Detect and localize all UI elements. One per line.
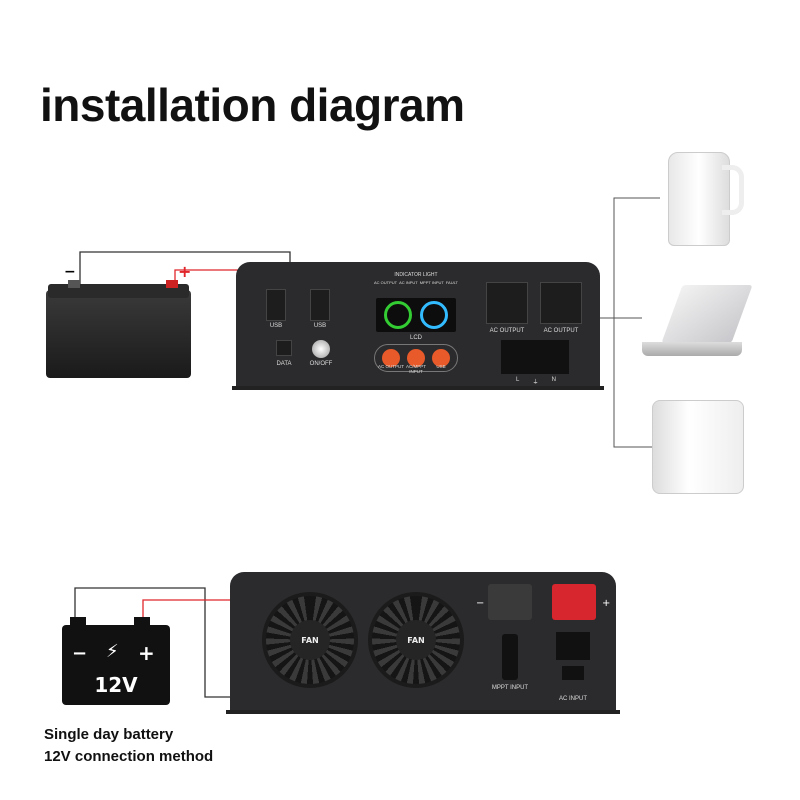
data-port[interactable] bbox=[276, 340, 292, 356]
data-label: DATA bbox=[276, 361, 292, 367]
indicator-fault: FAULT bbox=[445, 280, 458, 285]
output-bus bbox=[613, 197, 660, 448]
terminal-n: N bbox=[551, 377, 556, 383]
ac-input-socket[interactable] bbox=[556, 632, 590, 660]
mppt-input-port[interactable] bbox=[502, 634, 518, 680]
usb-button-label: USB bbox=[436, 364, 446, 369]
terminal-l: L bbox=[516, 377, 520, 383]
battery-icon-minus: − bbox=[72, 643, 88, 664]
kettle-image bbox=[668, 152, 730, 246]
laptop-base bbox=[642, 342, 742, 356]
negative-wire-top bbox=[79, 251, 291, 285]
terminal-labels: L ⏚ N bbox=[516, 377, 556, 386]
ac-outlet-2[interactable] bbox=[540, 282, 582, 324]
negative-wire-bottom bbox=[74, 587, 230, 698]
ac-input-label: AC INPUT bbox=[558, 696, 587, 702]
fan-2-label: FAN bbox=[396, 620, 436, 660]
indicator-mppt-input: MPPT INPUT bbox=[419, 280, 444, 285]
back-plus-label: + bbox=[602, 598, 611, 609]
terminal-block[interactable] bbox=[501, 340, 569, 374]
indicator-ac-output: AC OUTPUT bbox=[374, 280, 398, 285]
ac-output-label-2: AC OUTPUT bbox=[543, 328, 579, 334]
battery-icon: − ⚡ + 12V bbox=[62, 617, 170, 705]
indicator-row: AC OUTPUT AC INPUT MPPT INPUT FAULT bbox=[374, 280, 458, 285]
caption-line-1: Single day battery bbox=[44, 726, 174, 743]
fan-1-label: FAN bbox=[290, 620, 330, 660]
positive-wire-bottom bbox=[142, 599, 230, 628]
indicator-title: INDICATOR LIGHT bbox=[394, 272, 438, 278]
fan-2: FAN bbox=[368, 592, 464, 688]
power-label: ON/OFF bbox=[309, 361, 333, 367]
lightning-icon: ⚡ bbox=[106, 641, 119, 662]
battery-plus-label: + bbox=[178, 262, 192, 281]
battery-icon-plus: + bbox=[138, 641, 155, 665]
usb-label-1: USB bbox=[269, 323, 283, 329]
ac-input-switch[interactable] bbox=[562, 666, 584, 680]
negative-terminal[interactable] bbox=[488, 584, 532, 620]
mppt-input-label: MPPT INPUT bbox=[491, 685, 529, 691]
inverter-front-panel: USB USB DATA ON/OFF INDICATOR LIGHT AC O… bbox=[236, 262, 600, 386]
lcd-label: LCD bbox=[409, 335, 422, 341]
usb-label-2: USB bbox=[313, 323, 327, 329]
ac-outlet-1[interactable] bbox=[486, 282, 528, 324]
positive-wire-top bbox=[174, 269, 240, 283]
ac-output-button[interactable] bbox=[382, 349, 400, 367]
usb-button[interactable] bbox=[432, 349, 450, 367]
usb-port-2[interactable] bbox=[310, 289, 330, 321]
inverter-back-panel: FAN FAN − + MPPT INPUT AC INPUT bbox=[230, 572, 616, 710]
ac-output-button-label: AC OUTPUT bbox=[378, 364, 405, 369]
page-title: installation diagram bbox=[40, 79, 465, 131]
caption-line-2: 12V connection method bbox=[44, 748, 214, 765]
ac-output-label-1: AC OUTPUT bbox=[489, 328, 525, 334]
positive-terminal[interactable] bbox=[552, 584, 596, 620]
terminal-ground: ⏚ bbox=[532, 380, 539, 386]
kettle-handle bbox=[722, 165, 744, 215]
car-battery: − + bbox=[46, 262, 191, 378]
indicator-ac-input: AC INPUT bbox=[399, 280, 418, 285]
mini-fridge-image bbox=[652, 400, 744, 494]
ac-mppt-input-button-label: AC/MPPT INPUT bbox=[405, 364, 426, 374]
lcd-screen bbox=[376, 298, 456, 332]
ac-mppt-input-button[interactable] bbox=[407, 349, 425, 367]
back-minus-label: − bbox=[476, 598, 485, 609]
usb-port-1[interactable] bbox=[266, 289, 286, 321]
power-button[interactable] bbox=[312, 340, 330, 358]
battery-minus-label: − bbox=[64, 264, 76, 280]
fan-1: FAN bbox=[262, 592, 358, 688]
battery-icon-voltage: 12V bbox=[94, 673, 138, 697]
